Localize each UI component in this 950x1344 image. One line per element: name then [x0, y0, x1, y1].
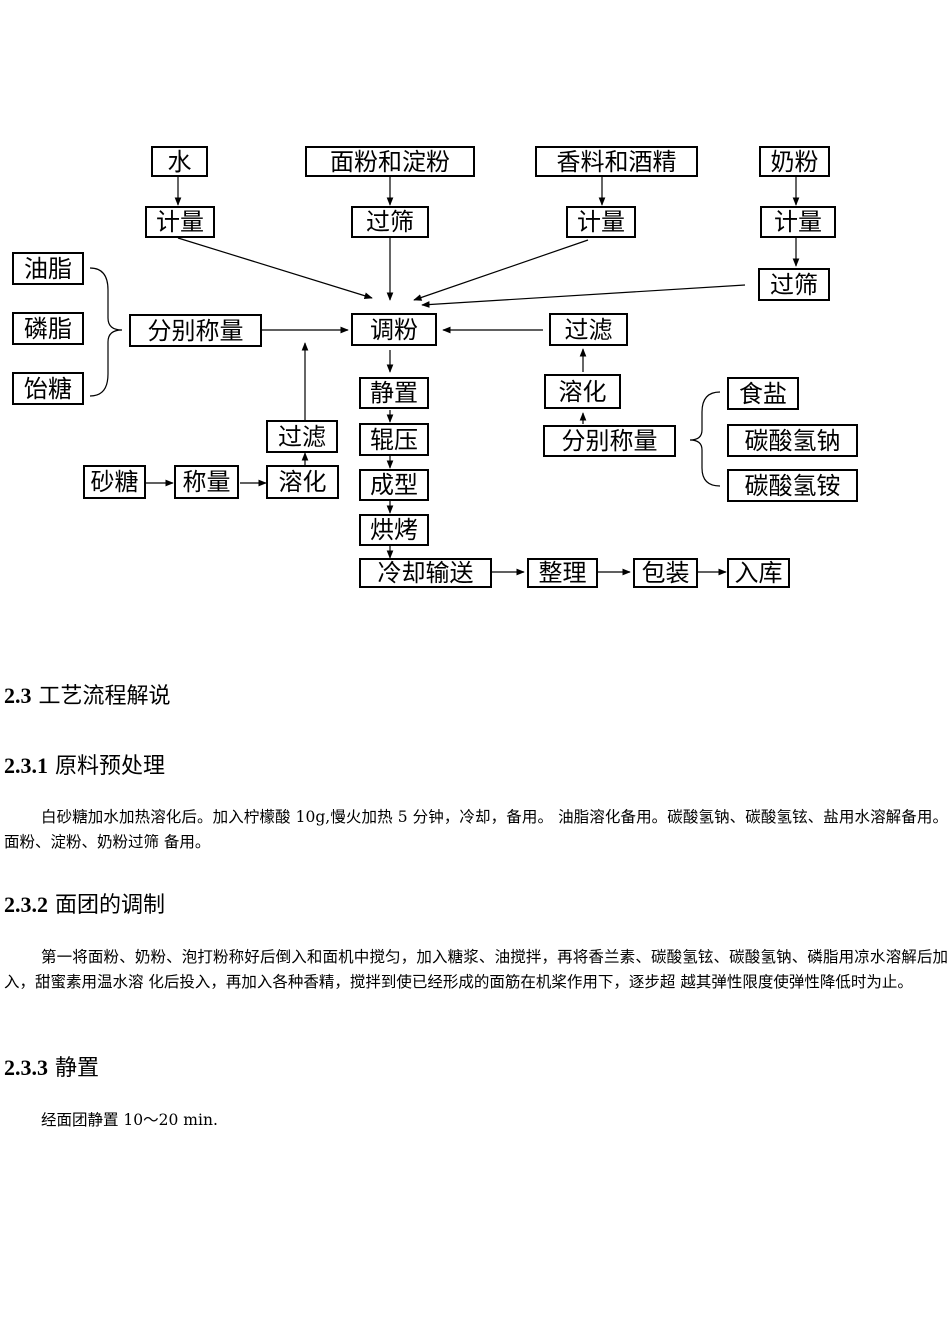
node-ammonium-bicarb: 碳酸氢铵 [727, 469, 858, 502]
node-sorting: 整理 [527, 558, 598, 588]
node-filter-right: 过滤 [549, 313, 628, 346]
section-heading-2-3-2: 2.3.2 面团的调制 [4, 892, 166, 918]
node-standing: 静置 [359, 377, 429, 409]
node-sieve-flour: 过筛 [351, 206, 429, 238]
brace-oils [89, 267, 123, 397]
node-rolling: 辊压 [359, 423, 429, 456]
node-sodium-bicarb: 碳酸氢钠 [727, 424, 858, 457]
brace-salts [689, 391, 721, 487]
arrow-measure1-mixing [177, 237, 373, 299]
section-heading-2-3-3: 2.3.3 静置 [4, 1055, 100, 1081]
paragraph-pretreatment: 白砂糖加水加热溶化后。加入柠檬酸 10g,慢火加热 5 分钟，冷却，备用。 油脂… [4, 808, 948, 851]
node-dissolve-right: 溶化 [544, 374, 621, 409]
node-sugar: 砂糖 [83, 465, 146, 499]
section-heading-2-3-1: 2.3.1 原料预处理 [4, 753, 166, 779]
node-flour-starch: 面粉和淀粉 [305, 146, 475, 177]
arrow-measure3-mixing [413, 239, 589, 301]
node-milk-powder: 奶粉 [759, 146, 830, 177]
node-weigh-separately-left: 分别称量 [129, 314, 262, 347]
node-measure-flavor: 计量 [566, 206, 636, 238]
arrow-sieve2-mixing [421, 284, 746, 308]
node-weigh: 称量 [174, 465, 239, 499]
node-measure-water: 计量 [145, 206, 215, 238]
node-measure-milk: 计量 [760, 206, 836, 238]
node-baking: 烘烤 [359, 514, 429, 546]
node-flavor-alcohol: 香料和酒精 [535, 146, 698, 177]
paragraph-dough-preparation: 第一将面粉、奶粉、泡打粉称好后倒入和面机中搅匀，加入糖浆、油搅拌，再将香兰素、碳… [4, 948, 948, 991]
node-oil: 油脂 [12, 252, 84, 285]
node-salt: 食盐 [727, 377, 799, 410]
node-weigh-separately-right: 分别称量 [543, 425, 676, 457]
node-storage: 入库 [727, 558, 790, 588]
node-mixing: 调粉 [351, 313, 437, 346]
flowchart-diagram [89, 177, 800, 576]
node-sieve-milk: 过筛 [758, 268, 830, 301]
node-phospholipid: 磷脂 [12, 312, 84, 345]
node-maltose: 饴糖 [12, 372, 84, 405]
node-forming: 成型 [359, 469, 429, 501]
node-dissolve-left: 溶化 [266, 465, 339, 499]
node-water: 水 [151, 146, 208, 177]
paragraph-standing: 经面团静置 10～20 min. [41, 1111, 218, 1129]
node-packing: 包装 [633, 558, 698, 588]
node-cooling: 冷却输送 [359, 558, 492, 588]
node-filter-left: 过滤 [266, 420, 338, 453]
section-heading-2-3: 2.3 工艺流程解说 [4, 683, 171, 709]
